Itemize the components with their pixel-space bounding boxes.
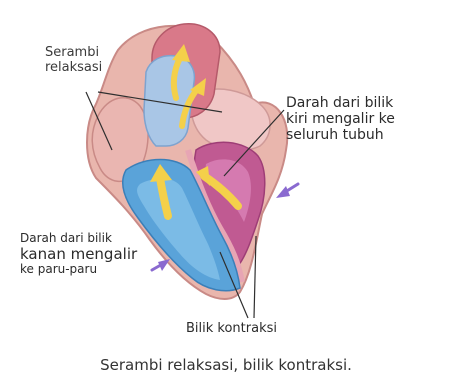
figure-caption: Serambi relaksasi, bilik kontraksi. (0, 356, 452, 374)
label-right-line-3: ke paru-paru (20, 263, 137, 277)
label-right-line-1: Darah dari bilik (20, 232, 137, 246)
label-atria-line-2: relaksasi (45, 61, 102, 76)
label-left-ventricle: Darah dari bilik kiri mengalir ke seluru… (286, 95, 395, 143)
label-right-line-2: kanan mengalir (20, 246, 137, 263)
label-left-line-2: kiri mengalir ke (286, 111, 395, 127)
label-ventricles-contract: Bilik kontraksi (186, 322, 277, 337)
pointer-arrow-left (152, 259, 170, 271)
label-left-line-3: seluruh tubuh (286, 127, 395, 143)
label-atria-relax: Serambi relaksasi (45, 46, 102, 76)
pointer-arrow-right (276, 184, 298, 198)
label-atria-line-1: Serambi (45, 46, 102, 61)
label-left-line-1: Darah dari bilik (286, 95, 395, 111)
label-right-ventricle: Darah dari bilik kanan mengalir ke paru-… (20, 232, 137, 277)
